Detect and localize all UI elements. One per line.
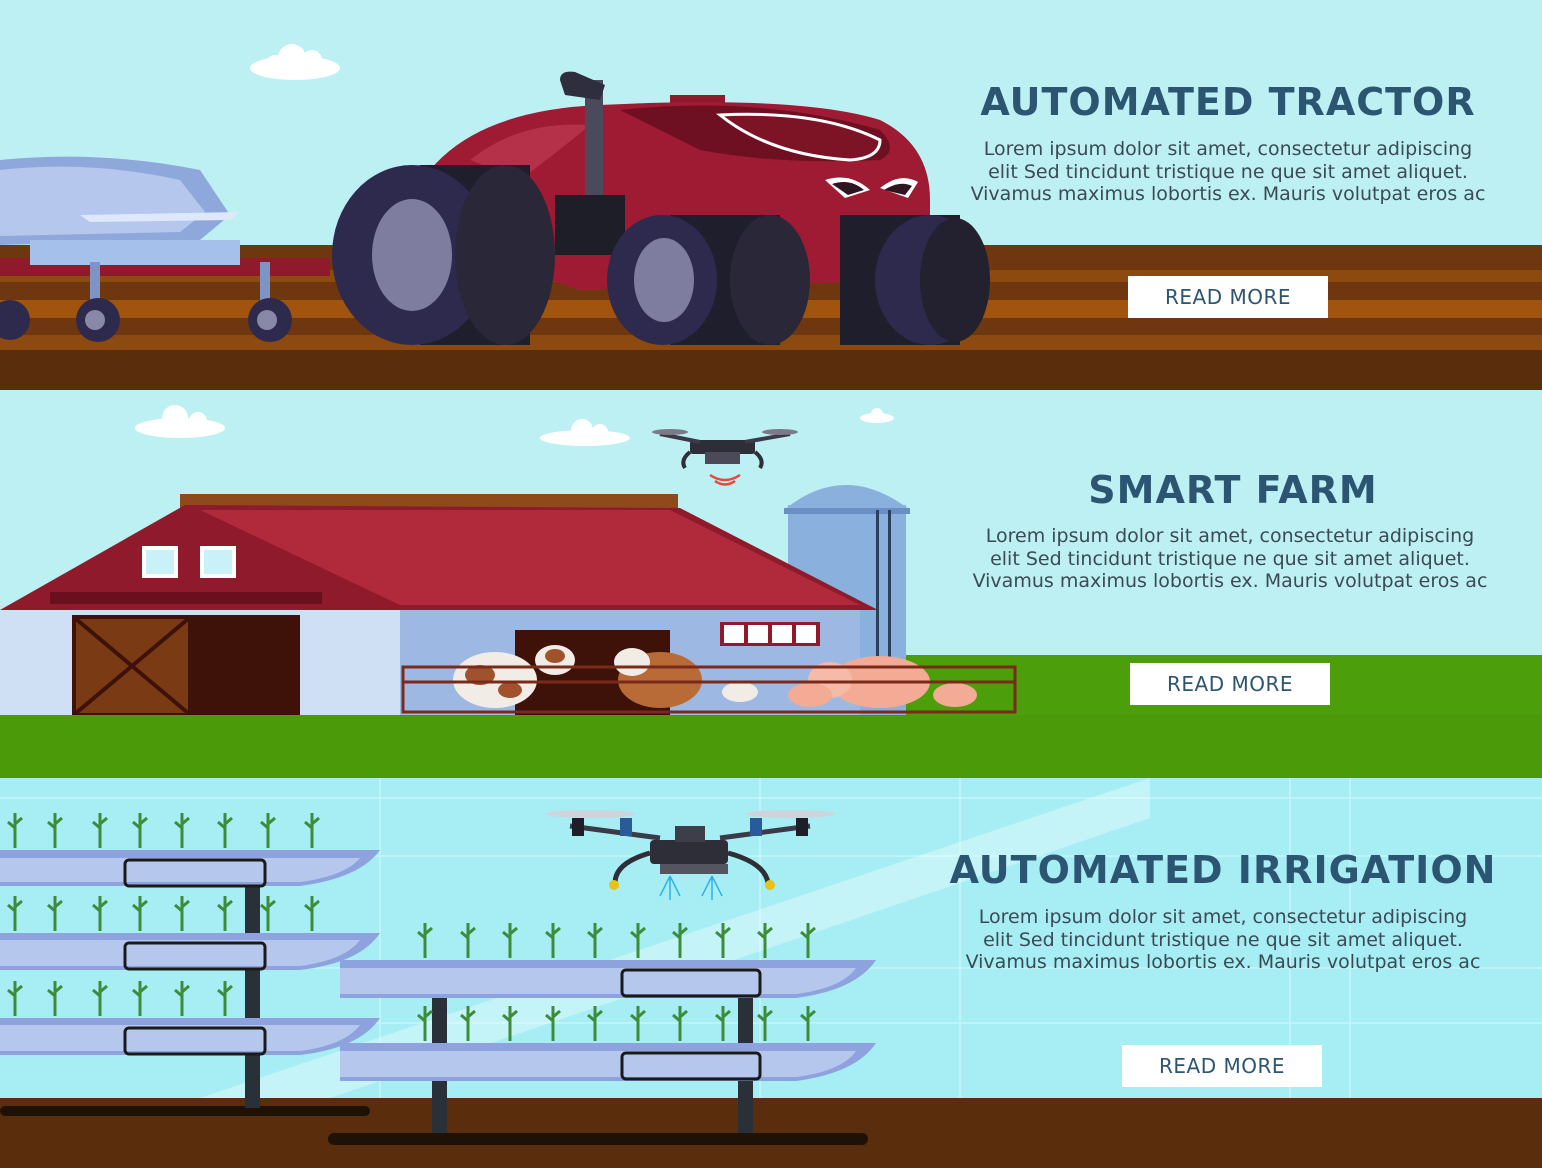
cloud-icon [250, 44, 340, 80]
banner-description: Lorem ipsum dolor sit amet, consectetur … [970, 138, 1486, 205]
read-more-button[interactable]: READ MORE [1128, 276, 1328, 318]
hydroponic-rack-icon [340, 960, 876, 1133]
read-more-button[interactable]: READ MORE [1122, 1045, 1322, 1087]
read-more-button[interactable]: READ MORE [1130, 663, 1330, 705]
window-icon [142, 546, 820, 646]
pig-icon [722, 656, 977, 708]
drone-icon [545, 810, 835, 900]
cloud-icon [135, 405, 894, 446]
barn-roof-icon [0, 494, 878, 610]
hydroponic-rack-icon [0, 850, 380, 1108]
banner-smart-farm: SMART FARM Lorem ipsum dolor sit amet, c… [0, 390, 1542, 778]
farm-illustration [0, 390, 1542, 778]
tractor-icon [430, 71, 930, 291]
seedling-icon [7, 813, 816, 1041]
banner-description: Lorem ipsum dolor sit amet, consectetur … [972, 525, 1488, 592]
trailer-tank-icon [0, 156, 330, 317]
trailer-wheel-icon [0, 298, 292, 342]
tractor-rear-wheel-icon [332, 165, 555, 345]
irrigation-illustration [0, 778, 1542, 1168]
banner-description: Lorem ipsum dolor sit amet, consectetur … [965, 906, 1481, 973]
barn-door-icon [72, 615, 670, 715]
banner-title: AUTOMATED TRACTOR [980, 80, 1476, 124]
tractor-illustration [0, 0, 1542, 390]
tractor-front-wheel-icon [607, 215, 990, 345]
banner-automated-irrigation: AUTOMATED IRRIGATION Lorem ipsum dolor s… [0, 778, 1542, 1168]
banner-title: SMART FARM [1088, 468, 1378, 512]
fence-icon [401, 665, 1017, 714]
banner-automated-tractor: AUTOMATED TRACTOR Lorem ipsum dolor sit … [0, 0, 1542, 390]
drone-icon [652, 429, 798, 486]
banner-title: AUTOMATED IRRIGATION [949, 848, 1497, 892]
